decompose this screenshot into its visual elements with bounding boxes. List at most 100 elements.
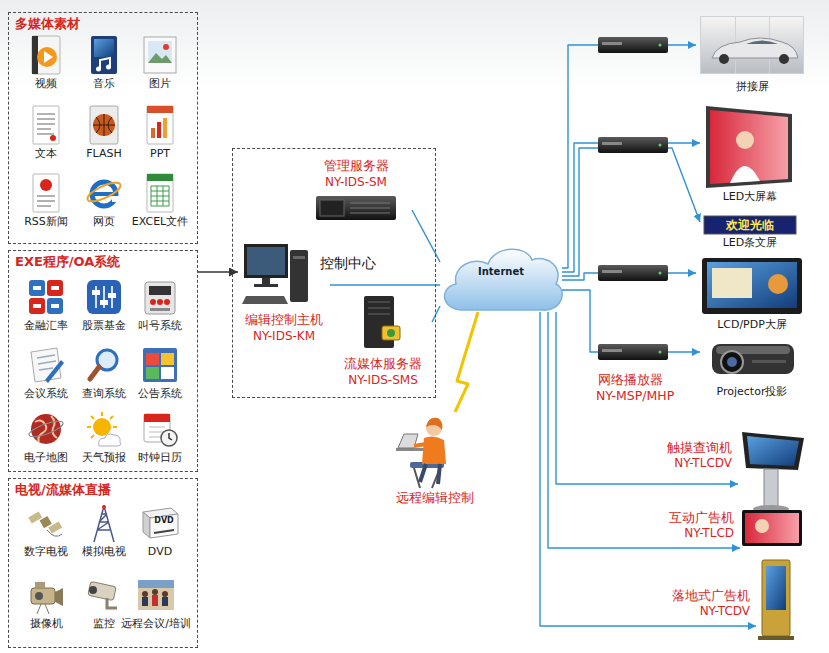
satellite-icon-part xyxy=(47,530,62,536)
media-item: EXCEL文件 xyxy=(128,174,192,230)
rack-server-part xyxy=(320,200,344,216)
workstation-part xyxy=(293,256,305,259)
ppt-icon-part xyxy=(151,128,155,138)
map-icon xyxy=(27,414,64,444)
exchange-icon-part xyxy=(47,298,63,314)
satellite-icon xyxy=(28,511,62,536)
web-icon-part xyxy=(112,196,119,202)
connector xyxy=(562,143,700,272)
ppt-icon xyxy=(147,106,173,144)
ppt-icon-part xyxy=(163,118,167,138)
remote-node: 远程编辑控制 xyxy=(385,412,485,508)
node-text: 叫号系统 xyxy=(138,319,182,332)
video-icon-part xyxy=(44,51,53,63)
satellite-icon-part xyxy=(40,516,52,528)
conference-icon-part xyxy=(152,595,158,606)
node-text: 音乐 xyxy=(93,77,115,90)
node-text: FLASH xyxy=(86,147,122,160)
led-screen-part xyxy=(730,166,760,183)
touch-kiosk-part xyxy=(764,469,778,507)
lcd-screen-part xyxy=(707,262,797,308)
workstation-part xyxy=(242,296,288,304)
camera-icon-part xyxy=(37,604,49,614)
projector-part xyxy=(727,357,737,367)
exchange-icon-part xyxy=(33,304,41,308)
video-wall-part xyxy=(779,54,789,64)
kiosk-node: 落地式广告机NY-TCDV xyxy=(756,556,796,642)
media-item: 网页 xyxy=(72,174,136,230)
text-icon xyxy=(33,106,59,144)
connector xyxy=(540,312,756,626)
notice-icon-part xyxy=(161,367,174,379)
node-text: Projector投影 xyxy=(717,385,788,398)
media-item: 时钟日历 xyxy=(128,410,192,466)
internet-cloud xyxy=(445,249,563,310)
cctv-icon-part xyxy=(88,581,116,600)
tower-icon-part xyxy=(94,506,114,542)
remote-operator-part xyxy=(414,468,440,488)
projector-part xyxy=(712,344,794,374)
rack-server-part xyxy=(350,203,390,213)
connector xyxy=(432,306,440,322)
node-text: NY-TLCD xyxy=(684,526,734,540)
media-item: 会议系统 xyxy=(14,346,78,402)
label-text: DVD xyxy=(154,516,173,526)
network-player-part xyxy=(598,344,668,360)
weather-icon-part xyxy=(99,434,121,446)
dvd-icon-part xyxy=(150,514,178,538)
media-item: 叫号系统 xyxy=(128,278,192,334)
source-panel: 电视/流媒体直播数字电视模拟电视DVD摄像机监控远程会议/培训 xyxy=(8,478,198,648)
node-text: NY-TCDV xyxy=(700,604,750,618)
media-item: 公告系统 xyxy=(128,346,192,402)
meeting-icon-part xyxy=(37,355,56,370)
server-node: 管理服务器NY-IDS-SM xyxy=(300,156,412,226)
exchange-icon-part xyxy=(29,280,45,296)
standing-ad xyxy=(758,560,794,640)
network-player-part xyxy=(602,349,622,352)
rss-icon-part xyxy=(33,174,59,212)
notice-icon-part xyxy=(143,348,177,382)
ppt-icon-part xyxy=(157,122,161,138)
network-player xyxy=(598,265,668,281)
search-icon-part xyxy=(90,367,99,379)
video-wall xyxy=(700,16,804,74)
meeting-icon xyxy=(31,348,64,383)
source-panel: EXE程序/OA系统金融汇率股票基金叫号系统会议系统查询系统公告系统电子地图天气… xyxy=(8,250,198,472)
ad-player-part xyxy=(755,519,769,533)
media-item: RSS新闻 xyxy=(14,174,78,230)
dvd-icon-part xyxy=(143,512,150,538)
cloud-node: Internet xyxy=(440,238,562,312)
video-icon xyxy=(32,36,60,74)
video-icon-part xyxy=(37,47,57,67)
node-text: RSS新闻 xyxy=(24,215,68,228)
ad-player xyxy=(742,510,802,546)
music-icon-part xyxy=(96,67,101,72)
node-text: 控制中心 xyxy=(320,255,376,272)
media-item: 摄像机 xyxy=(14,576,78,632)
dvd-icon xyxy=(143,508,178,538)
tower-icon-part xyxy=(102,505,106,509)
lcd-screen-part xyxy=(712,268,752,298)
source-panel: 多媒体素材视频音乐图片文本FLASHPPTRSS新闻网页EXCEL文件 xyxy=(8,12,198,244)
node-text: 触摸查询机 xyxy=(667,440,732,456)
workstation-part xyxy=(290,250,308,302)
text-icon-part xyxy=(50,135,56,141)
node-text: LCD/PDP大屏 xyxy=(717,318,787,331)
media-item: PPT xyxy=(128,106,192,162)
node-text: 时钟日历 xyxy=(138,451,182,464)
exchange-icon-part xyxy=(29,298,45,314)
stock-icon-part xyxy=(92,290,100,295)
exchange-icon-part xyxy=(33,286,41,290)
remote-operator-part xyxy=(420,464,440,484)
camera-icon-part xyxy=(35,582,45,588)
meeting-icon-part xyxy=(45,360,64,383)
standing-ad-part xyxy=(758,636,794,640)
node-text: 股票基金 xyxy=(82,319,126,332)
workstation-part xyxy=(254,284,278,287)
media-item: DVD xyxy=(128,504,192,560)
music-icon-part xyxy=(106,65,111,70)
network-player-part xyxy=(598,137,668,153)
workstation-part xyxy=(247,247,285,275)
ad-player-part xyxy=(742,510,802,546)
